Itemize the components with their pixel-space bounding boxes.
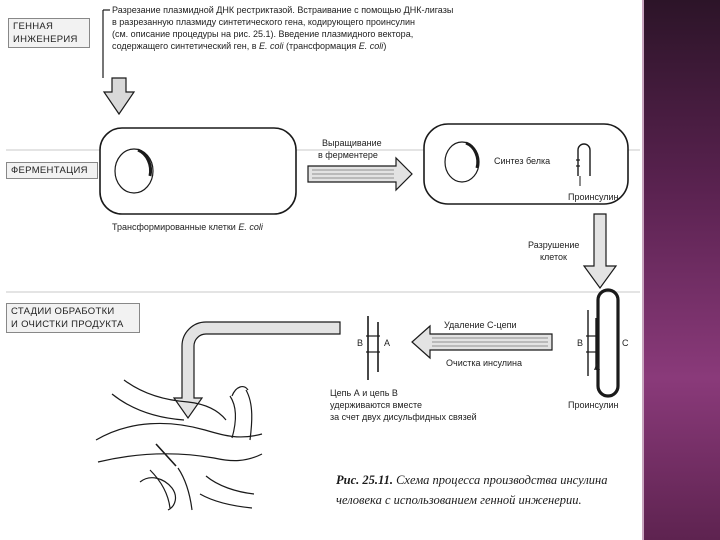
growth-label-2: в ферментере: [318, 150, 378, 160]
insulin-purification-label: Очистка инсулина: [446, 358, 523, 368]
intro-line-2: в разрезанную плазмиду синтетического ге…: [112, 17, 415, 27]
stage-label-processing: СТАДИИ ОБРАБОТКИ И ОЧИСТКИ ПРОДУКТА: [6, 303, 140, 333]
chain-b-bottom-label: В: [577, 338, 584, 348]
plasmid-insert-1: [137, 148, 152, 177]
figure-caption: Рис. 25.11. Схема процесса производства …: [336, 470, 636, 510]
chains-note-2: удерживаются вместе: [330, 400, 423, 410]
caption-line-2: человека с использованием генной инженер…: [336, 493, 582, 507]
injection-illustration: [95, 379, 263, 511]
protein-synthesis-label: Синтез белка: [494, 156, 551, 166]
transformed-cells-label: Трансформированные клетки E. coli: [112, 222, 263, 232]
proinsulin-bottom-label: Проинсулин: [568, 400, 619, 410]
ecoli-cell-1: [99, 127, 297, 215]
destruction-label-2: клеток: [540, 252, 567, 262]
growth-label-1: Выращивание: [322, 138, 382, 148]
figure-number: Рис. 25.11.: [336, 473, 393, 487]
plasmid-insert-2: [465, 141, 480, 169]
chain-a-bottom-label: А: [594, 362, 601, 372]
arrow-bent-to-patient: [172, 321, 341, 420]
chain-c-label: С: [622, 338, 629, 348]
ecoli-cell-2: [423, 123, 629, 205]
chains-note-3: за счет двух дисульфидных связей: [330, 412, 477, 422]
arrow-down-destruction: [582, 213, 618, 290]
intro-line-1: Разрезание плазмидной ДНК рестриктазой. …: [112, 5, 454, 15]
c-removal-label: Удаление С-цепи: [444, 320, 517, 330]
proinsulin-hairpin-1: [577, 143, 591, 176]
chain-b-label: В: [357, 338, 364, 348]
plasmid-1: [114, 148, 154, 194]
proinsulin-top-label: Проинсулин: [568, 192, 619, 202]
intro-line-3: (см. описание процедуры на рис. 25.1). В…: [112, 29, 414, 39]
destruction-label-1: Разрушение: [528, 240, 580, 250]
stage-label-genetic-engineering: ГЕННАЯ ИНЖЕНЕРИЯ: [8, 18, 90, 48]
proinsulin-c-loop: [596, 288, 620, 398]
chains-note-1: Цепь А и цепь В: [330, 388, 398, 398]
chain-a-label: А: [384, 338, 391, 348]
arrow-down-1: [102, 77, 136, 116]
caption-line-1: Схема процесса производства инсулина: [392, 473, 608, 487]
decorative-side-strip: [642, 0, 720, 540]
stage-label-fermentation: ФЕРМЕНТАЦИЯ: [6, 162, 98, 179]
intro-line-4: содержащего синтетический ген, в E. coli…: [112, 41, 387, 51]
